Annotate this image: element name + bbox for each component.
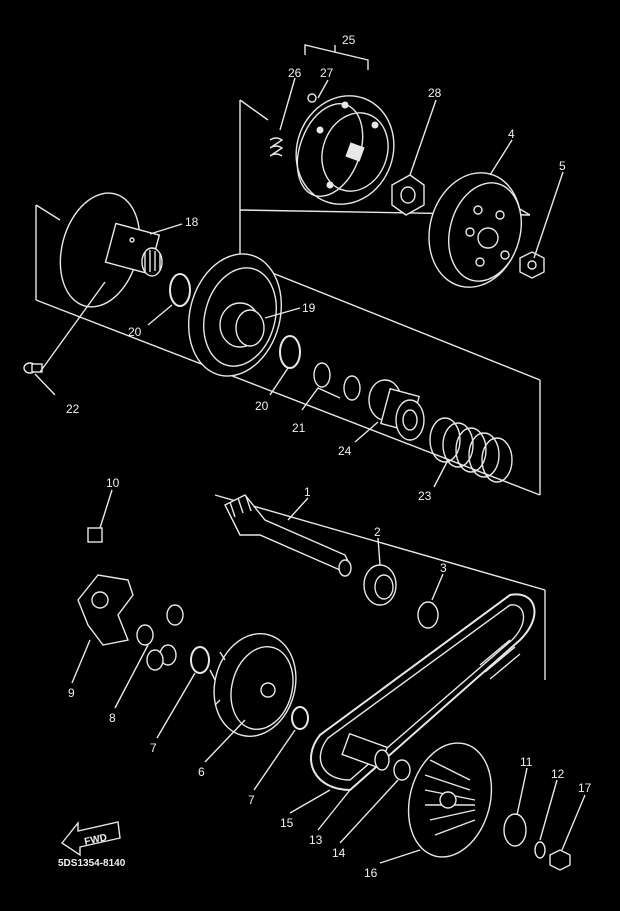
callout-3: 3 — [440, 561, 447, 575]
callout-7-lower: 7 — [248, 793, 255, 807]
callout-6: 6 — [198, 765, 205, 779]
cam-9 — [77, 574, 134, 646]
callout-20-upper: 20 — [128, 325, 142, 339]
o-rings-21 — [313, 362, 361, 401]
callout-11: 11 — [520, 755, 533, 769]
v-belt-15 — [310, 593, 536, 792]
callout-28: 28 — [428, 86, 442, 100]
leader-lines — [34, 44, 586, 864]
callout-7-upper: 7 — [150, 741, 157, 755]
screw-22 — [23, 362, 43, 374]
washer-11 — [503, 813, 527, 847]
clutch-carrier-assembly — [269, 93, 395, 205]
bearing-14 — [393, 759, 411, 781]
callout-13: 13 — [309, 833, 323, 847]
washer-20-upper — [169, 273, 191, 307]
callout-24: 24 — [338, 444, 352, 458]
callout-4: 4 — [508, 127, 515, 141]
collar-13 — [341, 732, 390, 771]
callout-22: 22 — [66, 402, 80, 416]
clutch-housing-4 — [428, 172, 522, 288]
fan-sheave-16 — [407, 742, 493, 858]
callout-27: 27 — [320, 66, 334, 80]
callout-2: 2 — [374, 525, 381, 539]
nut-5 — [519, 251, 545, 279]
nut-28 — [391, 174, 425, 216]
callout-23: 23 — [418, 489, 432, 503]
callout-18: 18 — [185, 215, 199, 229]
sliding-sheave-18 — [59, 192, 163, 308]
bearing-2 — [363, 564, 397, 606]
callout-21: 21 — [292, 421, 306, 435]
weights-8 — [136, 604, 184, 671]
fwd-arrow-icon: FWD — [60, 821, 121, 857]
primary-sheave-6 — [209, 633, 297, 737]
circlip-12 — [534, 841, 546, 859]
slider-10 — [87, 527, 103, 543]
part-code: 5DS1354-8140 — [58, 858, 126, 869]
callout-labels: 25 26 27 28 4 5 18 20 19 20 21 24 23 22 … — [66, 33, 592, 880]
washer-20-lower — [279, 335, 301, 369]
nut-17 — [549, 849, 571, 871]
spring-seat-19 — [187, 253, 283, 377]
callout-14: 14 — [332, 846, 346, 860]
collar-24 — [368, 379, 425, 441]
collar-3 — [417, 601, 439, 629]
washer-7-lower — [291, 706, 309, 730]
lower-assembly-frame — [214, 494, 546, 680]
primary-shaft-1 — [224, 494, 352, 577]
callout-19: 19 — [302, 301, 316, 315]
callout-26: 26 — [288, 66, 302, 80]
compression-spring-23 — [429, 417, 513, 483]
callout-15: 15 — [280, 816, 294, 830]
callout-20-lower: 20 — [255, 399, 269, 413]
callout-10: 10 — [106, 476, 120, 490]
callout-1: 1 — [304, 485, 311, 499]
callout-25: 25 — [342, 33, 356, 47]
callout-17: 17 — [578, 781, 592, 795]
callout-8: 8 — [109, 711, 116, 725]
callout-12: 12 — [551, 767, 565, 781]
fwd-label: FWD — [83, 832, 108, 847]
callout-16: 16 — [364, 866, 378, 880]
washer-7-upper — [190, 646, 210, 674]
callout-9: 9 — [68, 686, 75, 700]
callout-5: 5 — [559, 159, 566, 173]
